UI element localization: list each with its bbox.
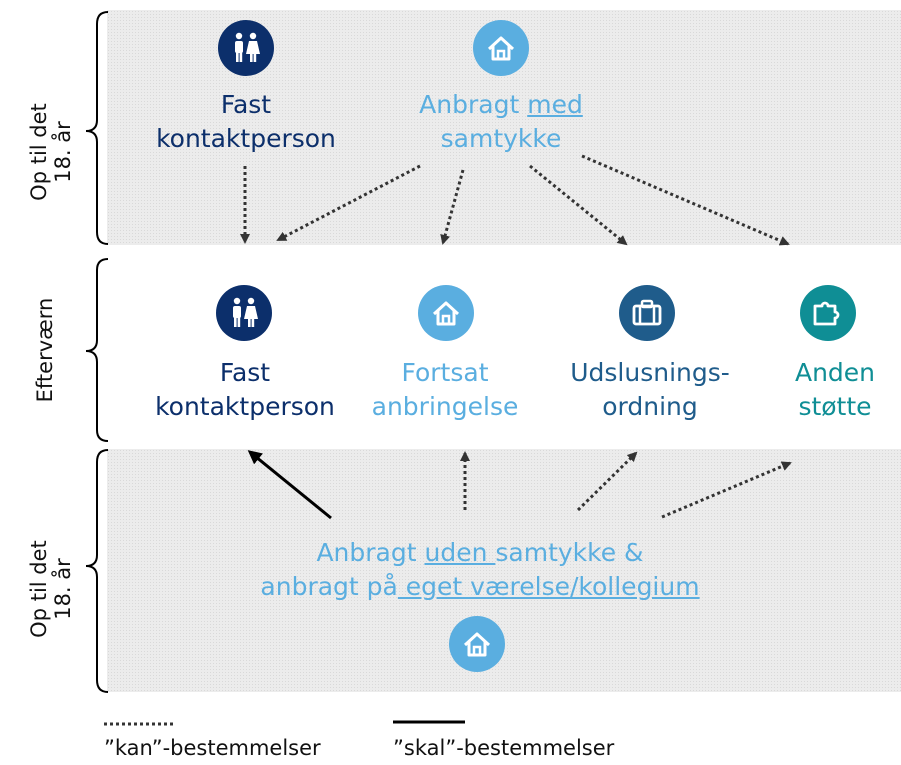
- mid-continued-line2: anbringelse: [371, 392, 519, 421]
- top-consent-line1a: Anbragt: [419, 90, 528, 119]
- arrow-bottom-to-other: [661, 461, 792, 519]
- arrow-bottom-to-contact: [247, 450, 332, 520]
- mid-contact-label: Fast kontaktperson: [130, 356, 360, 424]
- top-consent-line1b: med: [527, 90, 583, 119]
- mid-transition-line2: ordning: [602, 392, 698, 421]
- mid-transition-line1: Udslusnings-: [570, 358, 730, 387]
- brace-top: [85, 11, 109, 245]
- bottom-label: Anbragt uden samtykke & anbragt på eget …: [200, 536, 760, 604]
- bottom-line2a: anbragt på: [260, 572, 398, 601]
- mid-other-label: Anden støtte: [775, 356, 895, 424]
- band-bottom: [107, 449, 901, 692]
- mid-contact-line1: Fast: [219, 358, 271, 387]
- top-consent-line2: samtykke: [440, 124, 562, 153]
- mid-other-line1: Anden: [794, 358, 876, 387]
- arrow-consent-to-transition: [529, 164, 628, 246]
- mid-continued-line1: Fortsat: [401, 358, 489, 387]
- people-icon: [216, 285, 272, 341]
- mid-contact-line2: kontaktperson: [155, 392, 335, 421]
- bottom-line2: anbragt på eget værelse/kollegium: [200, 570, 760, 604]
- bottom-line1c: samtykke &: [495, 538, 644, 567]
- bottom-line1a: Anbragt: [316, 538, 425, 567]
- house-icon: [418, 285, 474, 341]
- top-contact-label: Fast: [196, 88, 296, 122]
- top-consent-label: Anbragt med: [390, 88, 612, 122]
- section-label-middle: Efterværn: [33, 297, 57, 403]
- puzzle-icon: [800, 285, 856, 341]
- arrow-consent-to-continued: [440, 169, 465, 245]
- top-contact-line2: kontaktperson: [156, 124, 336, 153]
- section-label-bottom: Op til det 18. år: [27, 540, 75, 638]
- people-icon: [218, 20, 274, 76]
- legend-skal: ”skal”-bestemmelser: [393, 736, 615, 760]
- brace-middle: [85, 258, 109, 442]
- top-contact-line1: Fast: [220, 90, 272, 119]
- house-icon: [449, 616, 505, 672]
- mid-continued-label: Fortsat anbringelse: [355, 356, 535, 424]
- top-contact-label-2: kontaktperson: [156, 122, 336, 156]
- arrow-bottom-to-transition: [576, 451, 638, 512]
- arrow-consent-to-contact: [276, 164, 421, 242]
- section-label-top: Op til det 18. år: [27, 103, 75, 201]
- bottom-line1b: uden: [424, 538, 496, 567]
- mid-other-line2: støtte: [798, 392, 872, 421]
- bottom-line1: Anbragt uden samtykke &: [200, 536, 760, 570]
- house-icon: [473, 20, 529, 76]
- mid-transition-label: Udslusnings- ordning: [555, 356, 745, 424]
- bottom-line2b: eget værelse/kollegium: [397, 572, 700, 601]
- brace-bottom: [85, 449, 109, 693]
- legend-kan: ”kan”-bestemmelser: [104, 736, 321, 760]
- briefcase-icon: [619, 285, 675, 341]
- arrow-consent-to-other: [581, 154, 790, 246]
- top-consent-label-2: samtykke: [390, 122, 612, 156]
